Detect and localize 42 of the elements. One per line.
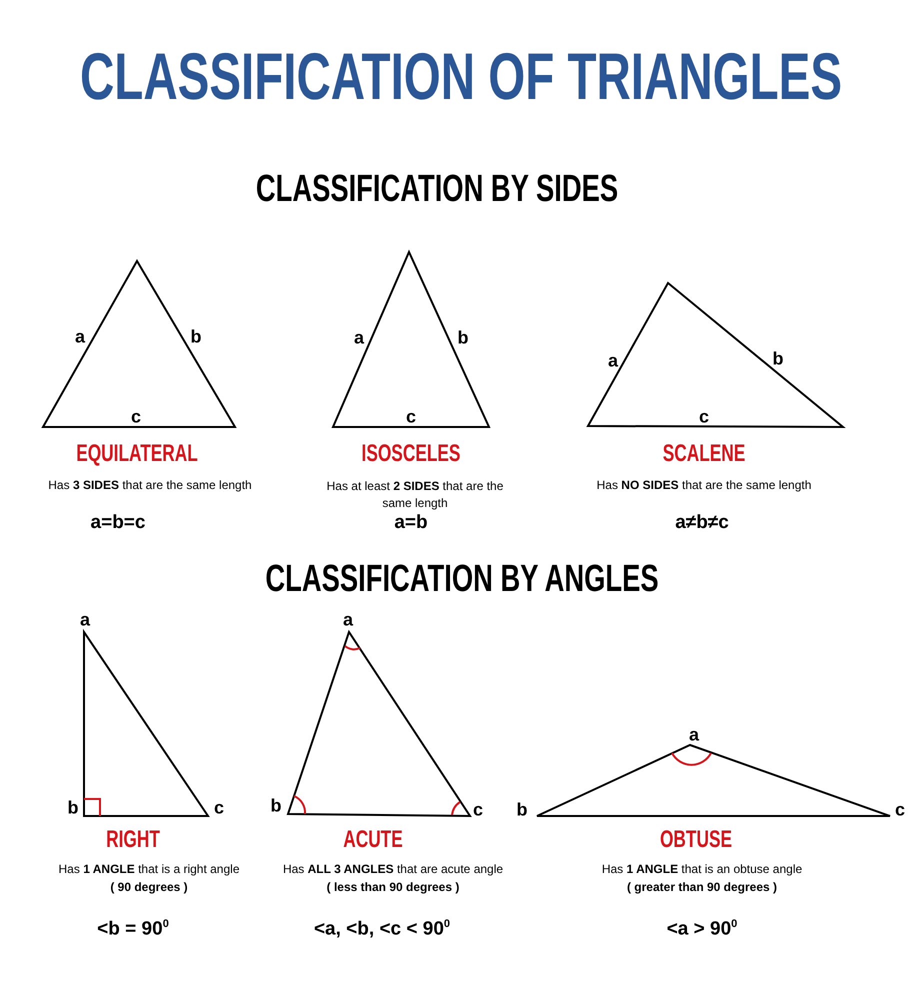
- vertex-label: b: [68, 798, 78, 818]
- description: ( greater than 90 degrees ): [626, 880, 778, 894]
- side-label: b: [190, 326, 202, 348]
- triangle-type-name: ISOSCELES: [362, 440, 460, 468]
- formula: a≠b≠c: [675, 512, 729, 534]
- side-label: c: [131, 406, 141, 428]
- vertex-label: b: [270, 796, 282, 816]
- formula: <a > 90$^{0}$: [666, 918, 738, 940]
- description: ( 90 degrees ): [110, 880, 188, 894]
- description: Has at least 2 SIDES that are the same length: [326, 478, 504, 512]
- vertex-label: b: [516, 800, 528, 820]
- formula: <a, <b, <c < 90$^{0}$: [314, 918, 450, 940]
- vertex-label: c: [473, 800, 483, 820]
- vertex-label: a: [689, 724, 699, 746]
- side-label: c: [699, 406, 709, 428]
- side-label: a: [608, 350, 618, 372]
- formula: a=b: [394, 512, 428, 534]
- triangle-type-name: ACUTE: [343, 826, 403, 854]
- description: Has ALL 3 ANGLES that are acute angle: [282, 862, 504, 876]
- section-heading: CLASSIFICATION BY ANGLES: [265, 558, 659, 601]
- description: Has 1 ANGLE that is an obtuse angle: [602, 862, 802, 876]
- description: Has 3 SIDES that are the same length: [48, 478, 252, 492]
- side-label: b: [772, 348, 784, 370]
- description: Has 1 ANGLE that is a right angle: [58, 862, 240, 876]
- description: Has NO SIDES that are the same length: [596, 478, 812, 492]
- vertex-label: c: [895, 800, 905, 820]
- triangle-type-name: EQUILATERAL: [76, 440, 198, 468]
- vertex-label: a: [343, 610, 353, 630]
- side-label: a: [354, 328, 364, 348]
- triangle-type-name: OBTUSE: [660, 826, 732, 854]
- formula: <b = 90$^{0}$: [97, 918, 169, 940]
- section-heading: CLASSIFICATION BY SIDES: [256, 168, 618, 211]
- description: ( less than 90 degrees ): [326, 880, 460, 894]
- formula: a=b=c: [90, 512, 146, 534]
- vertex-label: c: [214, 798, 224, 818]
- page-title: CLASSIFICATION OF TRIANGLES: [80, 38, 842, 114]
- triangle-type-name: RIGHT: [106, 826, 160, 854]
- side-label: c: [406, 406, 416, 428]
- triangle-type-name: SCALENE: [662, 440, 746, 468]
- side-label: a: [75, 326, 85, 348]
- vertex-label: a: [80, 610, 90, 630]
- side-label: b: [458, 328, 468, 348]
